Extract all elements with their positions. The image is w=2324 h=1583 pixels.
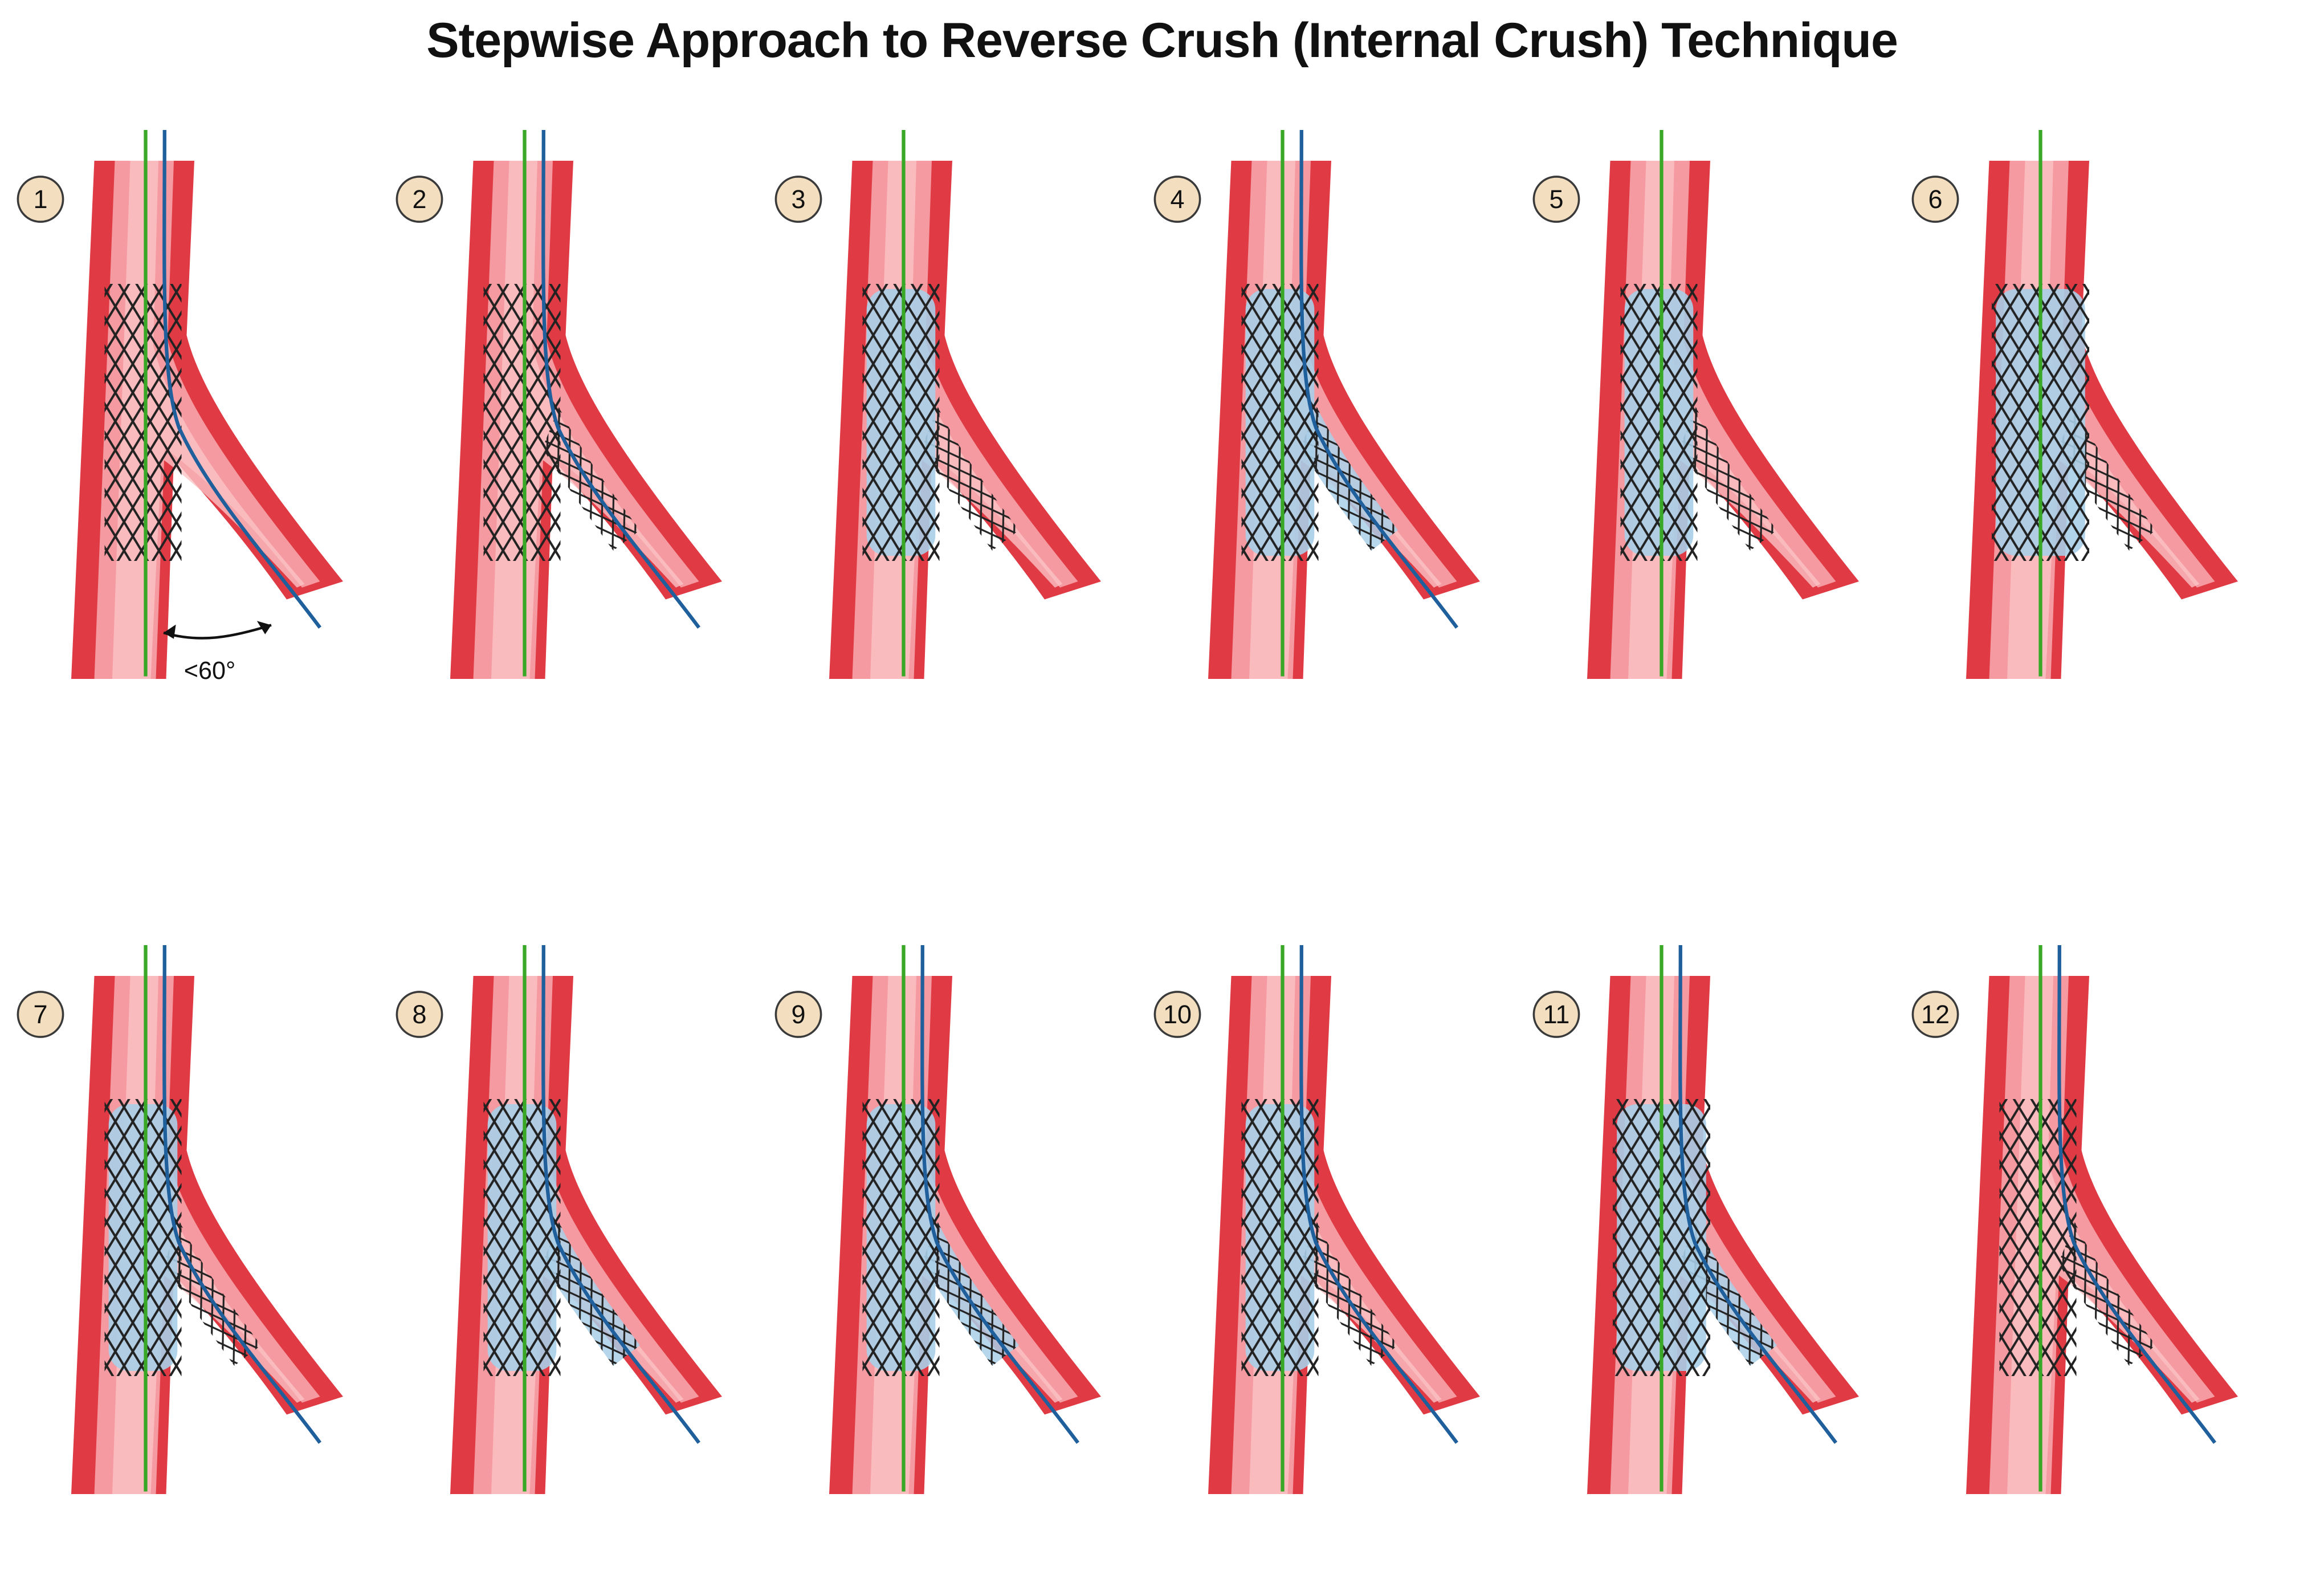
- side-branch-wire: [1678, 945, 1838, 1444]
- angle-arrowhead-right: [256, 621, 272, 634]
- step-badge: [396, 176, 443, 223]
- step-number: 7: [33, 1000, 47, 1029]
- step-badge: [1153, 991, 1201, 1038]
- main-branch-stent: [862, 1099, 940, 1376]
- side-branch-stent: [1679, 407, 1777, 551]
- step-number: 5: [1549, 185, 1563, 214]
- main-branch-stent: [483, 1099, 561, 1376]
- step-panel-9: 9: [774, 945, 1101, 1494]
- side-branch-wire: [162, 129, 322, 629]
- step-number: 12: [1921, 1000, 1950, 1029]
- step-panel-12: 12: [1911, 945, 2238, 1494]
- main-branch-stent: [862, 284, 940, 561]
- step-panel-7: 7: [17, 945, 343, 1494]
- main-branch-stent: [104, 284, 182, 561]
- step-badge: [1911, 991, 1959, 1038]
- step-panel-10: 10: [1153, 945, 1480, 1494]
- angle-arrowhead-left: [164, 624, 176, 639]
- step-badge: [774, 176, 822, 223]
- side-branch-wire: [1299, 129, 1459, 629]
- step-number: 3: [791, 185, 805, 214]
- side-branch-wire: [920, 945, 1080, 1444]
- side-branch-wire: [541, 129, 701, 629]
- step-number: 6: [1928, 185, 1942, 214]
- step-badge: [17, 176, 64, 223]
- step-panel-3: 3: [774, 130, 1101, 679]
- step-badge: [1532, 176, 1580, 223]
- main-branch-stent: [1241, 284, 1319, 561]
- step-number: 11: [1543, 1000, 1570, 1029]
- main-branch-stent: [1999, 1099, 2077, 1376]
- main-branch-stent: [1241, 1099, 1319, 1376]
- main-branch-stent: [1620, 284, 1698, 561]
- step-panel-8: 8: [396, 945, 722, 1494]
- step-number: 9: [791, 1000, 805, 1029]
- step-badge: [774, 991, 822, 1038]
- step-panel-1: 1 <60°: [17, 129, 343, 685]
- step-panel-4: 4: [1153, 129, 1480, 679]
- step-number: 2: [412, 185, 426, 214]
- step-panel-5: 5: [1532, 130, 1859, 679]
- step-badge: [1153, 176, 1201, 223]
- main-branch-stent: [104, 1099, 182, 1376]
- step-badge: [396, 991, 443, 1038]
- step-number: 10: [1163, 1000, 1192, 1029]
- angle-label: <60°: [184, 657, 236, 685]
- side-branch-stent: [922, 407, 1019, 551]
- step-number: 1: [33, 185, 47, 214]
- side-branch-wire: [1299, 945, 1459, 1444]
- figure-title: Stepwise Approach to Reverse Crush (Inte…: [426, 13, 1898, 68]
- step-number: 8: [412, 1000, 426, 1029]
- main-branch-stent: [483, 284, 561, 561]
- step-number: 4: [1170, 185, 1184, 214]
- step-badge: [1911, 176, 1959, 223]
- step-badge: [1532, 991, 1580, 1038]
- step-panel-6: 6: [1911, 130, 2238, 679]
- angle-arrow: [163, 624, 272, 640]
- side-branch-wire: [2057, 945, 2217, 1444]
- step-panel-11: 11: [1532, 945, 1859, 1494]
- step-badge: [17, 991, 64, 1038]
- step-panel-2: 2: [396, 129, 722, 679]
- side-branch-wire: [162, 945, 322, 1444]
- side-branch-wire: [541, 945, 701, 1444]
